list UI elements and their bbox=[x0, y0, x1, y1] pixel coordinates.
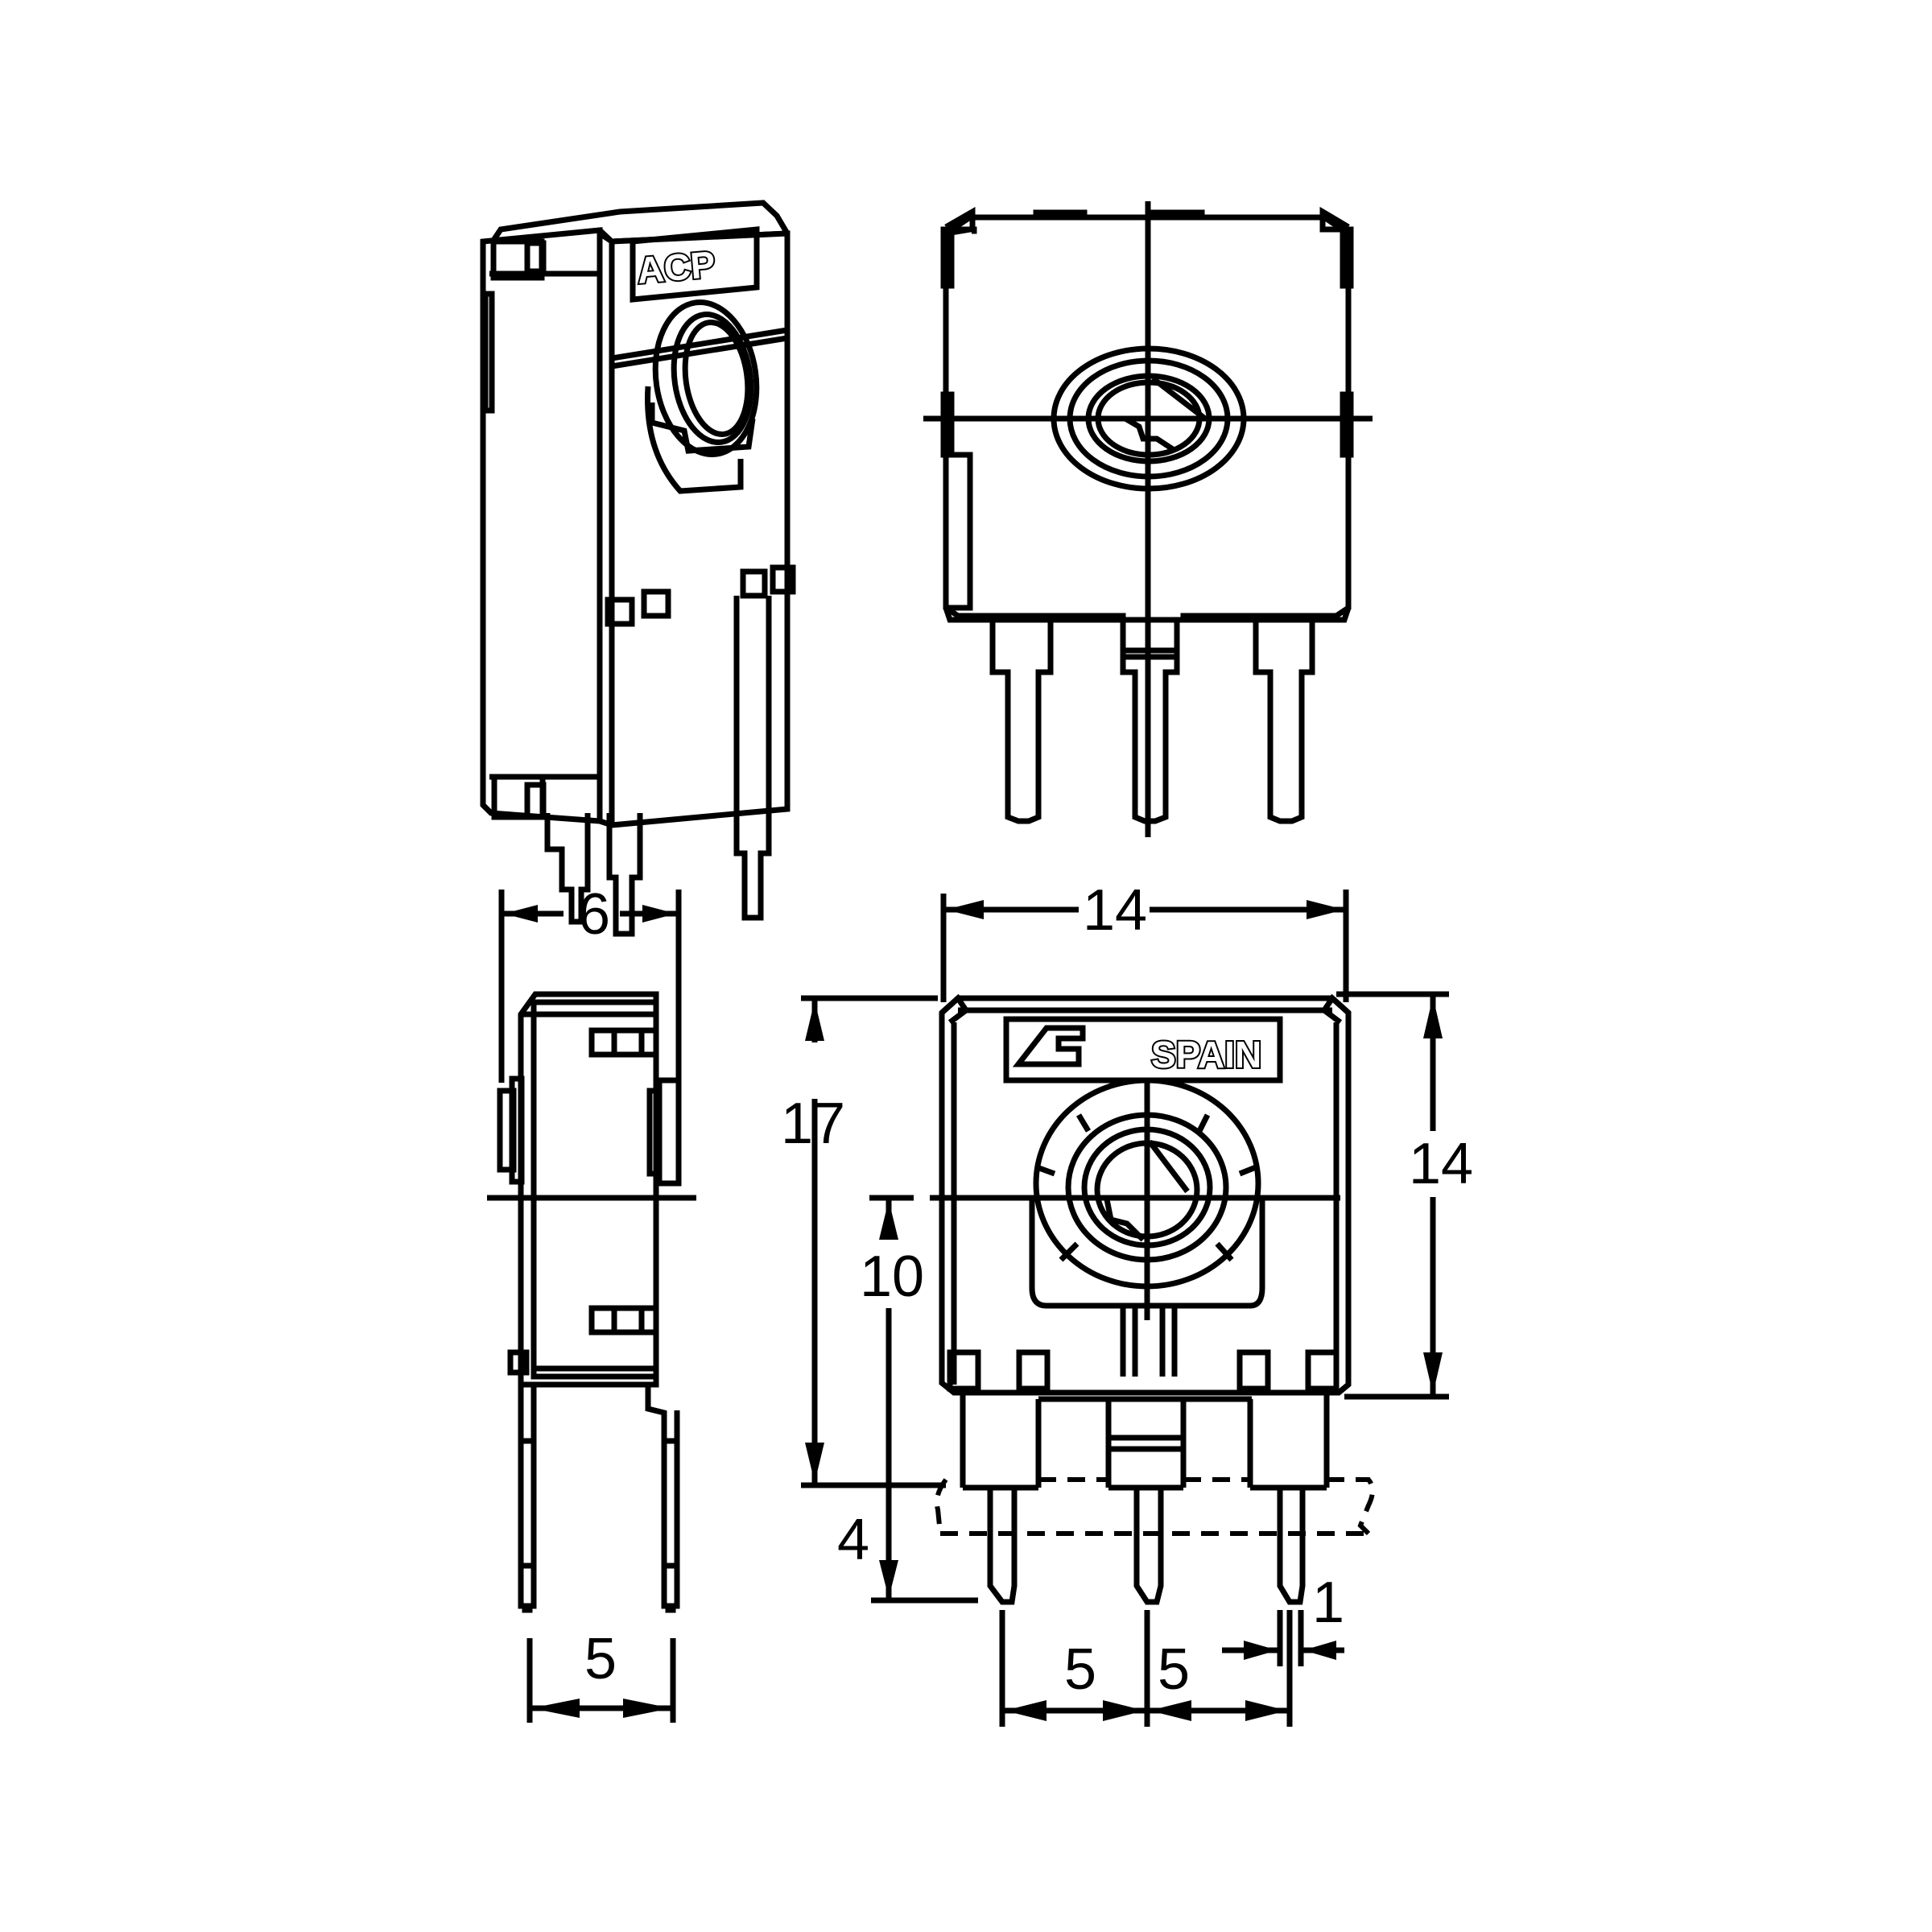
dim-pin-pitch-right: 5 bbox=[1158, 1637, 1190, 1702]
dim-total-height: 17 bbox=[781, 1092, 845, 1156]
dim-side-width: 6 bbox=[578, 882, 610, 947]
logo-text-spain: SPAIN bbox=[1151, 1034, 1261, 1075]
isometric-view: ACP bbox=[480, 200, 796, 937]
dim-pin-length: 4 bbox=[837, 1508, 869, 1572]
side-view: 6 5 bbox=[487, 882, 696, 1723]
front-view-top bbox=[923, 201, 1373, 837]
dim-body-height: 14 bbox=[1409, 1132, 1473, 1196]
iso-logo-text: ACP bbox=[635, 243, 716, 291]
front-view-dimensioned: 14 SPAIN bbox=[781, 878, 1473, 1727]
iso-pins bbox=[544, 564, 796, 937]
dim-pin-width: 1 bbox=[1312, 1571, 1344, 1635]
dim-pin-pitch-left: 5 bbox=[1064, 1637, 1096, 1702]
dim-axis-height: 10 bbox=[860, 1245, 924, 1309]
dim-side-pin-spacing: 5 bbox=[584, 1627, 617, 1691]
dim-body-width: 14 bbox=[1083, 878, 1147, 943]
